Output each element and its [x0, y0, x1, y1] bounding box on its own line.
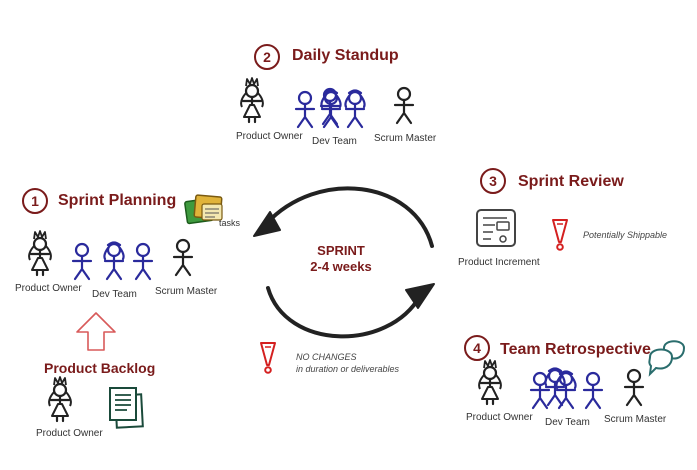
review-title: Sprint Review — [518, 173, 624, 190]
no-changes-label: NO CHANGES — [296, 352, 357, 362]
retro-po-label: Product Owner — [466, 412, 533, 423]
cycle-arrow-top-head — [253, 211, 281, 237]
sprint-duration-label: 2-4 weeks — [310, 259, 372, 274]
cycle-arrow-bottom — [266, 286, 422, 339]
standup-sm-label: Scrum Master — [374, 133, 437, 144]
backlog-title: Product Backlog — [44, 360, 156, 376]
retro-number-badge: 4 — [464, 335, 490, 361]
retro-title: Team Retrospective — [500, 341, 651, 358]
tasks-icon — [184, 194, 223, 225]
planning-dev-label: Dev Team — [92, 289, 137, 300]
standup-title: Daily Standup — [292, 47, 399, 64]
planning-title: Sprint Planning — [58, 192, 177, 209]
standup-dev-team — [294, 87, 366, 129]
planning-number-badge: 1 — [22, 188, 48, 214]
retro-dev-team — [529, 367, 604, 410]
backlog-document-icon — [109, 387, 144, 429]
shippable-alert-icon — [552, 219, 568, 251]
tasks-label: tasks — [219, 218, 241, 228]
standup-po-label: Product Owner — [236, 131, 303, 142]
standup-number-badge: 2 — [254, 44, 280, 70]
review-number-badge: 3 — [480, 168, 506, 194]
product-increment-icon — [476, 209, 516, 247]
backlog-po-label: Product Owner — [36, 428, 103, 439]
planning-po-label: Product Owner — [15, 283, 82, 294]
shippable-label: Potentially Shippable — [583, 230, 668, 240]
no-changes-alert-icon — [260, 342, 276, 374]
cycle-arrow-top — [264, 186, 434, 248]
no-changes-detail: in duration or deliverables — [296, 364, 400, 374]
retro-product-owner — [478, 358, 502, 406]
planning-sm-label: Scrum Master — [155, 286, 218, 297]
standup-scrum-master — [393, 86, 415, 125]
chat-bubbles-icon — [648, 340, 686, 377]
increment-label: Product Increment — [458, 257, 540, 268]
retro-dev-label: Dev Team — [545, 417, 590, 428]
standup-product-owner — [240, 76, 264, 124]
planning-dev-team — [71, 241, 154, 281]
backlog-up-arrow — [76, 312, 116, 351]
cycle-arrow-bottom-head — [405, 283, 435, 309]
sprint-label: SPRINT — [317, 243, 365, 258]
planning-scrum-master — [172, 238, 194, 277]
retro-scrum-master — [623, 368, 645, 407]
retro-sm-label: Scrum Master — [604, 414, 667, 425]
planning-product-owner — [28, 229, 53, 277]
standup-dev-label: Dev Team — [312, 136, 357, 147]
backlog-product-owner — [47, 375, 73, 423]
